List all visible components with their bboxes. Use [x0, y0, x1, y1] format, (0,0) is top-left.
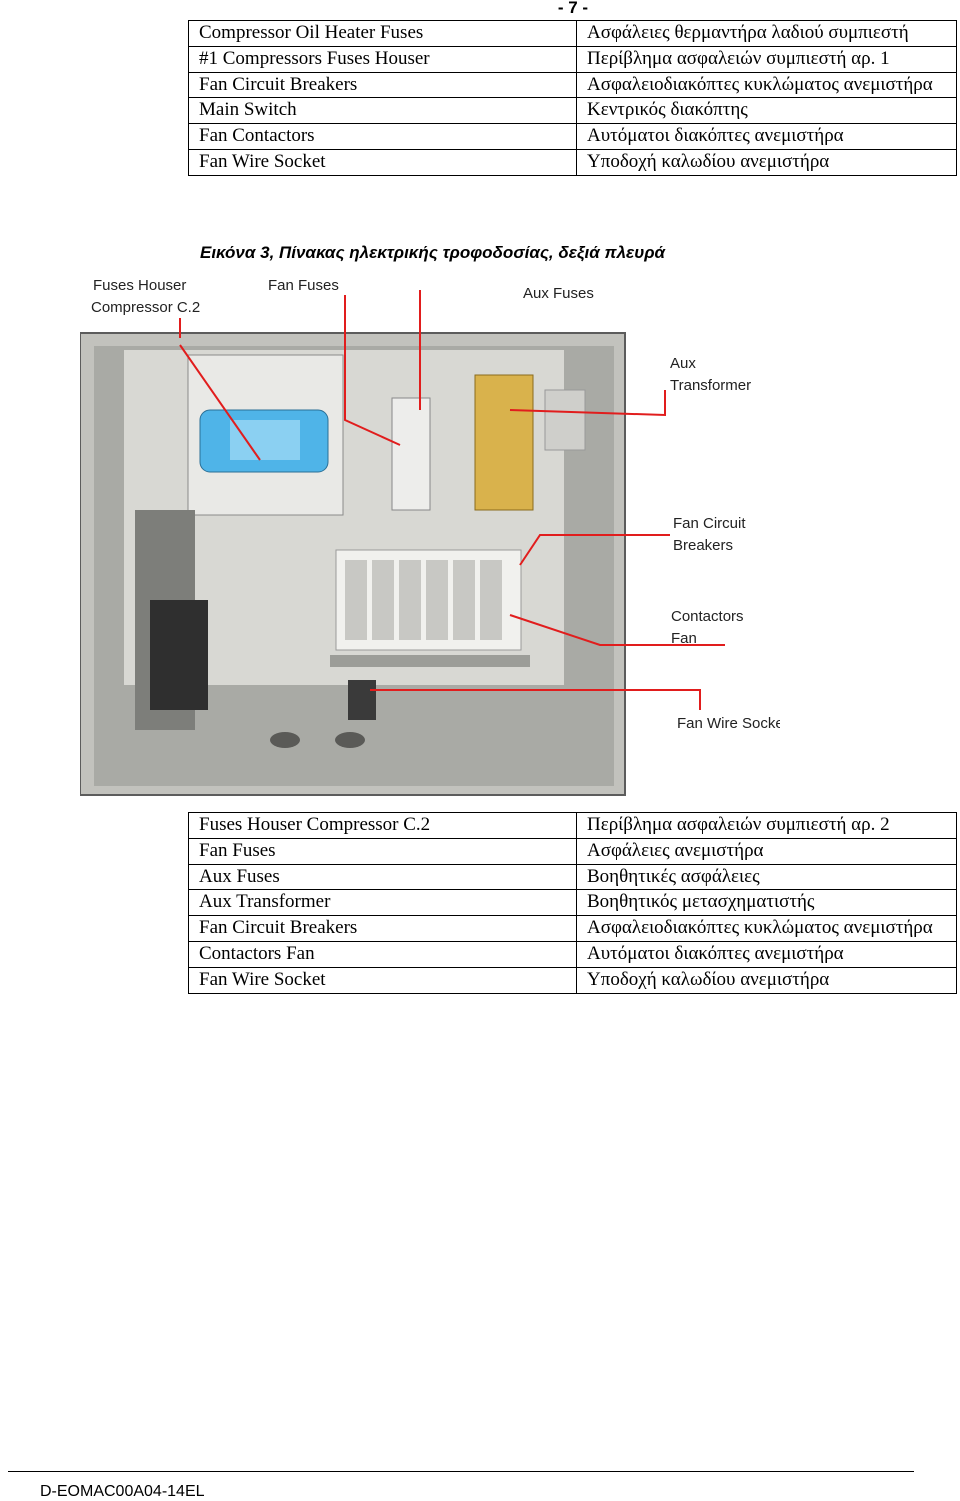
english-cell: Fan Wire Socket [188, 966, 577, 994]
english-cell: Aux Transformer [188, 889, 577, 917]
callout-fuses-houser: Compressor C.2 [91, 299, 200, 316]
table-row: Fuses Houser Compressor C.2 Περίβλημα ασ… [188, 812, 957, 839]
greek-cell: Ασφάλειες ανεμιστήρα [576, 837, 957, 865]
wire-socket [348, 680, 376, 720]
callout-line-aux-transformer [509, 390, 666, 417]
table-row: Compressor Oil Heater Fuses Ασφάλειες θε… [188, 20, 957, 47]
document-code: D-EOMAC00A04-14EL [40, 1483, 205, 1500]
table-row: Aux Fuses Βοηθητικές ασφάλειες [188, 863, 957, 891]
english-cell: Compressor Oil Heater Fuses [188, 20, 577, 47]
table-row: Fan Wire Socket Υποδοχή καλωδίου ανεμιστ… [188, 148, 957, 176]
table-row: Main Switch Κεντρικός διακόπτης [188, 97, 957, 125]
table-row: #1 Compressors Fuses Houser Περίβλημα ασ… [188, 45, 957, 73]
table-row: Fan Circuit Breakers Ασφαλειοδιακόπτες κ… [188, 915, 957, 942]
table-row: Fan Contactors Αυτόματοι διακόπτες ανεμι… [188, 123, 957, 150]
contactor-unit [345, 560, 367, 640]
fan-fuse-block [391, 397, 431, 511]
cable-hole [270, 732, 300, 748]
contactor-unit [426, 560, 448, 640]
footer-rule [8, 1471, 914, 1472]
contactor-unit [399, 560, 421, 640]
callout-fan-fuses: Fan Fuses [268, 277, 339, 294]
greek-cell: Υποδοχή καλωδίου ανεμιστήρα [576, 148, 957, 176]
callout-line-fuses-houser [179, 318, 261, 461]
callout-line-contactors [509, 614, 725, 646]
contactor-unit [453, 560, 475, 640]
callout-line-wire-socket [370, 689, 701, 710]
cable-hole [335, 732, 365, 748]
english-cell: Main Switch [188, 97, 577, 125]
english-cell: Fuses Houser Compressor C.2 [188, 812, 577, 839]
greek-cell: Ασφαλειοδιακόπτες κυκλώματος ανεμιστήρα [576, 71, 957, 99]
table-row: Fan Fuses Ασφάλειες ανεμιστήρα [188, 837, 957, 865]
greek-cell: Περίβλημα ασφαλειών συμπιεστή αρ. 2 [576, 812, 957, 839]
greek-cell: Βοηθητικός μετασχηματιστής [576, 889, 957, 917]
electrical-panel-figure: Fuses Houser Compressor C.2 Fan Fuses Au… [79, 270, 789, 800]
english-cell: Fan Contactors [188, 123, 577, 150]
english-cell: Fan Circuit Breakers [188, 71, 577, 99]
english-cell: #1 Compressors Fuses Houser [188, 45, 577, 73]
glossary-table-bottom: Fuses Houser Compressor C.2 Περίβλημα ασ… [188, 812, 957, 994]
greek-cell: Αυτόματοι διακόπτες ανεμιστήρα [576, 123, 957, 150]
contactor-unit [480, 560, 502, 640]
figure-caption: Εικόνα 3, Πίνακας ηλεκτρικής τροφοδοσίας… [200, 243, 666, 262]
callout-aux-transformer: Aux [670, 355, 696, 372]
callout-contactors-fan: Fan [671, 630, 697, 647]
greek-cell: Ασφαλειοδιακόπτες κυκλώματος ανεμιστήρα [576, 915, 957, 942]
left-terminal-block [150, 600, 208, 710]
callout-fan-circuit-breakers: Breakers [673, 537, 733, 554]
callout-line-fan-fuses [344, 295, 401, 446]
lower-shelf [330, 655, 530, 667]
callout-aux-transformer: Transformer [670, 377, 751, 394]
table-row: Fan Wire Socket Υποδοχή καλωδίου ανεμιστ… [188, 966, 957, 994]
contactor-unit [372, 560, 394, 640]
english-cell: Aux Fuses [188, 863, 577, 891]
greek-cell: Ασφάλειες θερμαντήρα λαδιού συμπιεστή [576, 20, 957, 47]
greek-cell: Υποδοχή καλωδίου ανεμιστήρα [576, 966, 957, 994]
callout-fan-circuit-breakers: Fan Circuit [673, 515, 746, 532]
greek-cell: Περίβλημα ασφαλειών συμπιεστή αρ. 1 [576, 45, 957, 73]
glossary-table-top: Compressor Oil Heater Fuses Ασφάλειες θε… [188, 20, 957, 176]
table-row: Fan Circuit Breakers Ασφαλειοδιακόπτες κ… [188, 71, 957, 99]
aux-transformer [474, 374, 534, 511]
table-row: Aux Transformer Βοηθητικός μετασχηματιστ… [188, 889, 957, 917]
english-cell: Fan Circuit Breakers [188, 915, 577, 942]
english-cell: Contactors Fan [188, 940, 577, 968]
page-number: - 7 - [557, 0, 589, 17]
callout-fuses-houser: Fuses Houser [93, 277, 186, 294]
english-cell: Fan Fuses [188, 837, 577, 865]
table-row: Contactors Fan Αυτόματοι διακόπτες ανεμι… [188, 940, 957, 968]
electrical-panel-illustration: Fuses Houser Compressor C.2 Fan Fuses Au… [79, 277, 789, 796]
greek-cell: Βοηθητικές ασφάλειες [576, 863, 957, 891]
callout-line-fan-circuit [519, 534, 670, 566]
greek-cell: Αυτόματοι διακόπτες ανεμιστήρα [576, 940, 957, 968]
vent-grille [544, 389, 586, 451]
greek-cell: Κεντρικός διακόπτης [576, 97, 957, 125]
fuse-houser-handle [230, 420, 300, 460]
callout-aux-fuses: Aux Fuses [523, 285, 594, 302]
english-cell: Fan Wire Socket [188, 148, 577, 176]
callout-fan-wire-socket: Fan Wire Socket [677, 715, 780, 732]
callout-contactors-fan: Contactors [671, 608, 744, 625]
